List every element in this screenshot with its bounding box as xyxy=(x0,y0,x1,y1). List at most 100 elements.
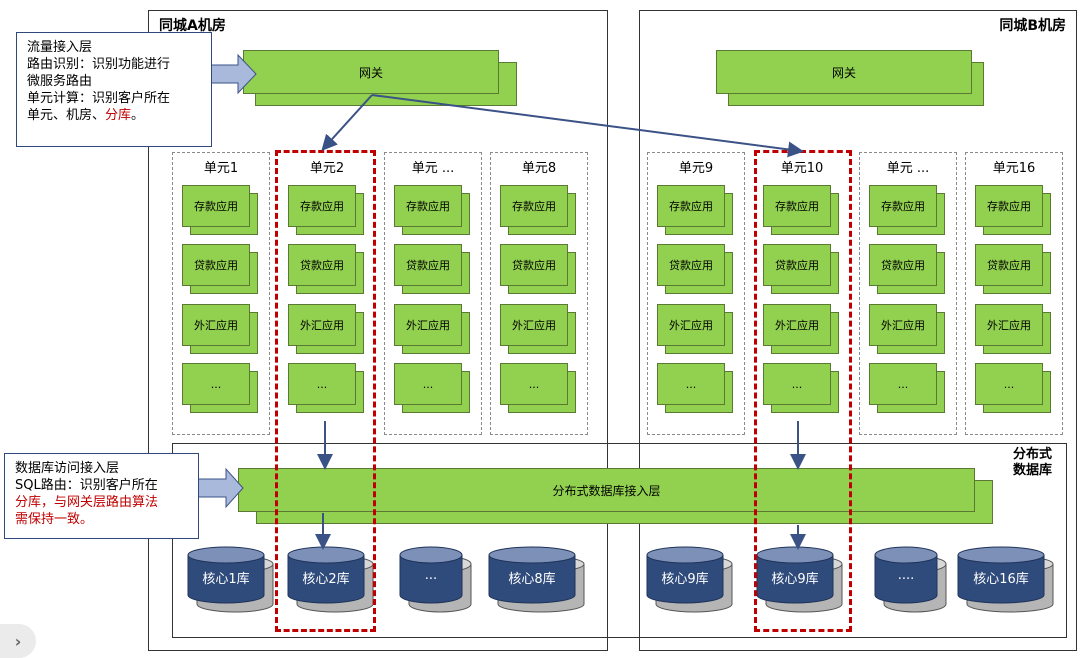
app-service[interactable]: ... xyxy=(975,363,1051,413)
database-label: 核心9库 xyxy=(771,572,819,587)
app-label: 贷款应用 xyxy=(881,259,925,272)
app-label: 外汇应用 xyxy=(775,319,819,332)
database-icon xyxy=(488,546,585,613)
app-service[interactable]: ... xyxy=(763,363,839,413)
chevron-right-icon: › xyxy=(14,631,22,651)
app-label: 贷款应用 xyxy=(300,259,344,272)
app-service[interactable]: ... xyxy=(394,363,470,413)
app-service[interactable]: 存款应用 xyxy=(394,185,470,235)
app-service[interactable]: ... xyxy=(288,363,364,413)
app-service[interactable]: 外汇应用 xyxy=(288,304,364,354)
app-label: 外汇应用 xyxy=(881,319,925,332)
app-label: ... xyxy=(791,377,803,391)
app-service[interactable]: 存款应用 xyxy=(500,185,576,235)
app-label: 贷款应用 xyxy=(406,259,450,272)
app-service[interactable]: ... xyxy=(869,363,945,413)
unit-title: 单元 ... xyxy=(411,161,455,176)
database-cylinder[interactable]: 核心16库 xyxy=(957,546,1055,616)
database-cylinder[interactable]: .... xyxy=(874,546,948,616)
app-service[interactable]: 外汇应用 xyxy=(975,304,1051,354)
app-service[interactable]: ... xyxy=(500,363,576,413)
gateway-a[interactable]: 网关 xyxy=(243,50,517,106)
highlight-unit2-path xyxy=(275,150,376,632)
app-label: 外汇应用 xyxy=(406,319,450,332)
app-service[interactable]: ... xyxy=(182,363,258,413)
app-service[interactable]: 贷款应用 xyxy=(394,244,470,294)
app-label: 外汇应用 xyxy=(194,319,238,332)
app-label: 外汇应用 xyxy=(669,319,713,332)
database-icon xyxy=(287,546,374,613)
app-service[interactable]: 贷款应用 xyxy=(500,244,576,294)
app-service[interactable]: 贷款应用 xyxy=(288,244,364,294)
app-label: 存款应用 xyxy=(987,200,1031,213)
app-label: 存款应用 xyxy=(512,200,556,213)
app-label: 外汇应用 xyxy=(300,319,344,332)
app-service[interactable]: 存款应用 xyxy=(657,185,733,235)
app-label: 存款应用 xyxy=(881,200,925,213)
distributed-db-box xyxy=(172,443,1067,638)
unit-title: 单元8 xyxy=(521,161,557,176)
unit-title: 单元16 xyxy=(992,161,1036,176)
app-service[interactable]: 外汇应用 xyxy=(394,304,470,354)
app-service[interactable]: 存款应用 xyxy=(975,185,1051,235)
database-cylinder[interactable]: ... xyxy=(399,546,473,616)
room-a-title: 同城A机房 xyxy=(159,18,226,34)
database-icon xyxy=(957,546,1054,613)
app-label: 存款应用 xyxy=(669,200,713,213)
distributed-db-title: 分布式 数据库 xyxy=(1012,447,1052,478)
app-label: 贷款应用 xyxy=(194,259,238,272)
database-cylinder[interactable]: 核心9库 xyxy=(646,546,734,616)
unit-title: 单元1 xyxy=(203,161,239,176)
app-service[interactable]: 贷款应用 xyxy=(869,244,945,294)
app-service[interactable]: 外汇应用 xyxy=(500,304,576,354)
gateway-b[interactable]: 网关 xyxy=(716,50,984,106)
app-label: 贷款应用 xyxy=(775,259,819,272)
unit-title: 单元10 xyxy=(780,161,824,176)
database-cylinder[interactable]: 核心1库 xyxy=(187,546,275,616)
app-label: 外汇应用 xyxy=(987,319,1031,332)
database-cylinder[interactable]: 核心9库 xyxy=(756,546,844,616)
database-icon xyxy=(874,546,947,613)
unit-title: 单元2 xyxy=(309,161,345,176)
app-service[interactable]: 存款应用 xyxy=(763,185,839,235)
gateway-a-label: 网关 xyxy=(358,65,383,80)
gateway-b-label: 网关 xyxy=(831,65,856,80)
app-service[interactable]: 存款应用 xyxy=(869,185,945,235)
callout-db-access-layer: 数据库访问接入层 SQL路由：识别客户所在 分库，与网关层路由算法 需保持一致。 xyxy=(4,453,199,539)
app-label: ... xyxy=(528,377,540,391)
app-service[interactable]: ... xyxy=(657,363,733,413)
app-service[interactable]: 外汇应用 xyxy=(182,304,258,354)
database-icon xyxy=(756,546,843,613)
app-label: 贷款应用 xyxy=(669,259,713,272)
database-cylinder[interactable]: 核心2库 xyxy=(287,546,375,616)
unit-title: 单元9 xyxy=(678,161,714,176)
app-service[interactable]: 存款应用 xyxy=(288,185,364,235)
app-label: ... xyxy=(1003,377,1015,391)
app-label: 存款应用 xyxy=(775,200,819,213)
app-service[interactable]: 外汇应用 xyxy=(869,304,945,354)
app-label: ... xyxy=(210,377,222,391)
app-service[interactable]: 存款应用 xyxy=(182,185,258,235)
app-service[interactable]: 外汇应用 xyxy=(657,304,733,354)
unit-title: 单元 ... xyxy=(886,161,930,176)
app-label: 存款应用 xyxy=(194,200,238,213)
app-label: 存款应用 xyxy=(406,200,450,213)
db-access-layer[interactable]: 分布式数据库接入层 xyxy=(238,468,993,524)
app-label: ... xyxy=(685,377,697,391)
database-label: .... xyxy=(897,568,915,583)
database-icon xyxy=(646,546,733,613)
database-icon xyxy=(187,546,274,613)
app-label: ... xyxy=(316,377,328,391)
app-service[interactable]: 贷款应用 xyxy=(975,244,1051,294)
app-service[interactable]: 外汇应用 xyxy=(763,304,839,354)
database-label: 核心9库 xyxy=(661,572,709,587)
app-service[interactable]: 贷款应用 xyxy=(657,244,733,294)
next-button[interactable]: › xyxy=(0,624,36,658)
app-service[interactable]: 贷款应用 xyxy=(182,244,258,294)
app-service[interactable]: 贷款应用 xyxy=(763,244,839,294)
room-b-title: 同城B机房 xyxy=(999,18,1066,34)
database-cylinder[interactable]: 核心8库 xyxy=(488,546,586,616)
callout-traffic-layer: 流量接入层 路由识别：识别功能进行 微服务路由 单元计算：识别客户所在 单元、机… xyxy=(16,32,212,147)
database-label: 核心2库 xyxy=(302,572,350,587)
highlight-unit10-path xyxy=(754,150,852,632)
